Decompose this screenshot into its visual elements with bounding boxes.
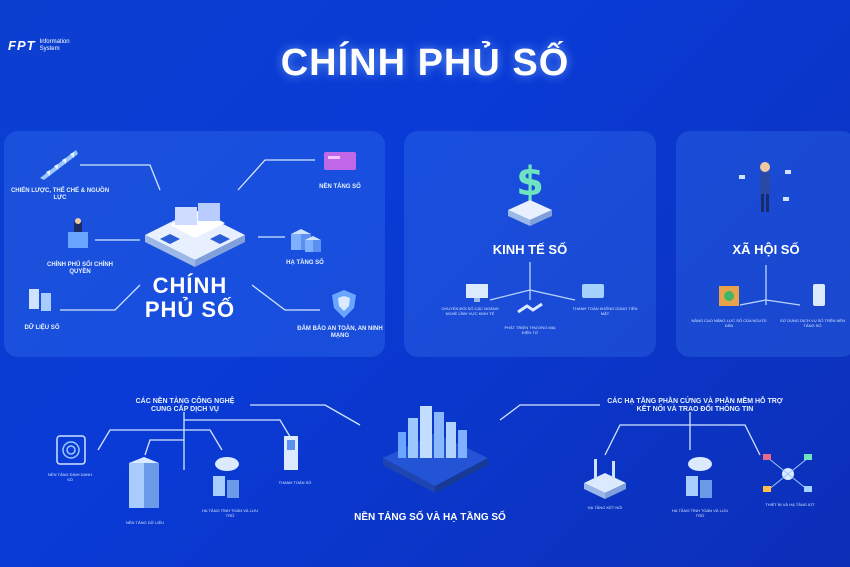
left-heading-1: CÁC NỀN TẢNG CÔNG NGHỆ (135, 398, 235, 405)
society-title: XÃ HỘI SỐ (732, 242, 800, 257)
staircase-icon (40, 150, 78, 180)
left-heading-2: CUNG CẤP DỊCH VỤ (151, 406, 219, 413)
label-connect: HẠ TẦNG KẾT NỐI (587, 505, 623, 510)
svg-text:$: $ (516, 159, 544, 205)
fpt-logo: FPT Information System (8, 38, 70, 53)
cloud-storage-icon (686, 457, 712, 498)
platform-card-icon (324, 152, 356, 170)
right-heading-2: KẾT NỐI VÀ TRAO ĐỔI THÔNG TIN (636, 406, 754, 413)
shield-icon (332, 290, 356, 318)
label-data-platform: NỀN TẢNG DỮ LIỆU (125, 520, 164, 525)
economy-item-2: PHÁT TRIỂN THƯƠNG MẠI ĐIỆN TỬ (504, 325, 556, 335)
label-platform: NỀN TẢNG SỐ (319, 184, 361, 190)
label-cloud-left: HẠ TẦNG TÍNH TOÁN VÀ LƯU TRỮ (201, 508, 259, 518)
center-label-line1: CHÍNH (152, 273, 228, 298)
digital-city-icon (383, 406, 488, 493)
education-icon (719, 286, 739, 306)
logo-subtitle: Information System (40, 39, 70, 53)
economy-item-1: CHUYỂN ĐỔI SỐ CÁC NGÀNH NGHỀ LĨNH VỰC KI… (441, 306, 499, 316)
right-heading-1: CÁC HẠ TẦNG PHẦN CỨNG VÀ PHẦN MỀM HỖ TRỢ (607, 398, 783, 405)
servers-icon (291, 229, 321, 252)
document-stack-icon (29, 289, 51, 311)
cloud-storage-icon (213, 457, 239, 498)
center-label-line2: PHỦ SỐ (144, 297, 236, 322)
server-rack-icon (129, 457, 159, 508)
page-title: CHÍNH PHỦ SỐ (280, 42, 570, 84)
label-data: DỮ LIỆU SỐ (24, 325, 60, 331)
panel-economy (404, 131, 656, 357)
economy-title: KINH TẾ SỐ (492, 242, 568, 257)
label-strategy: CHIẾN LƯỢC, THỂ CHẾ & NGUỒN LỰC (10, 188, 110, 201)
logo-sub1: Information (39, 38, 70, 45)
person-network-icon (739, 162, 791, 212)
mobile-service-icon (813, 284, 825, 306)
connection-infra-icon (584, 459, 626, 499)
label-payment: THANH TOÁN SỐ (278, 480, 312, 485)
label-cloud-right: HẠ TẦNG TÍNH TOÁN VÀ LƯU TRỮ (671, 508, 729, 518)
government-building-icon (145, 203, 245, 267)
label-iot: THIẾT BỊ VÀ HẠ TẦNG IOT (765, 502, 815, 507)
label-id-platform: NỀN TẢNG ĐỊNH DANH SỐ (48, 472, 92, 482)
label-gov: CHÍNH PHỦ SỐ/ CHÍNH QUYỀN (46, 262, 113, 275)
center-bottom-title: NỀN TẢNG SỐ VÀ HẠ TẦNG SỐ (354, 512, 506, 523)
economy-item-3: THANH TOÁN KHÔNG DÙNG TIỀN MẶT (572, 306, 638, 316)
card-payment-icon (582, 284, 604, 298)
fingerprint-icon (56, 435, 86, 465)
society-item-1: NÂNG CAO NĂNG LỰC SỐ CỦA NGƯỜI DÂN (691, 318, 767, 328)
monitor-icon (466, 284, 488, 302)
payment-terminal-icon (284, 436, 298, 470)
podium-icon (68, 218, 88, 248)
logo-sub2: System (39, 45, 60, 52)
iot-devices-icon (763, 454, 812, 492)
society-item-2: SỬ DỤNG DỊCH VỤ SỐ TRÊN NỀN TẢNG SỐ (780, 318, 845, 328)
label-security: ĐẢM BẢO AN TOÀN, AN NINH MẠNG (297, 326, 383, 339)
logo-mark: FPT (8, 38, 36, 53)
label-infra: HẠ TẦNG SỐ (286, 260, 324, 266)
dollar-pedestal-icon: $ (508, 159, 552, 226)
handshake-icon (517, 302, 543, 314)
